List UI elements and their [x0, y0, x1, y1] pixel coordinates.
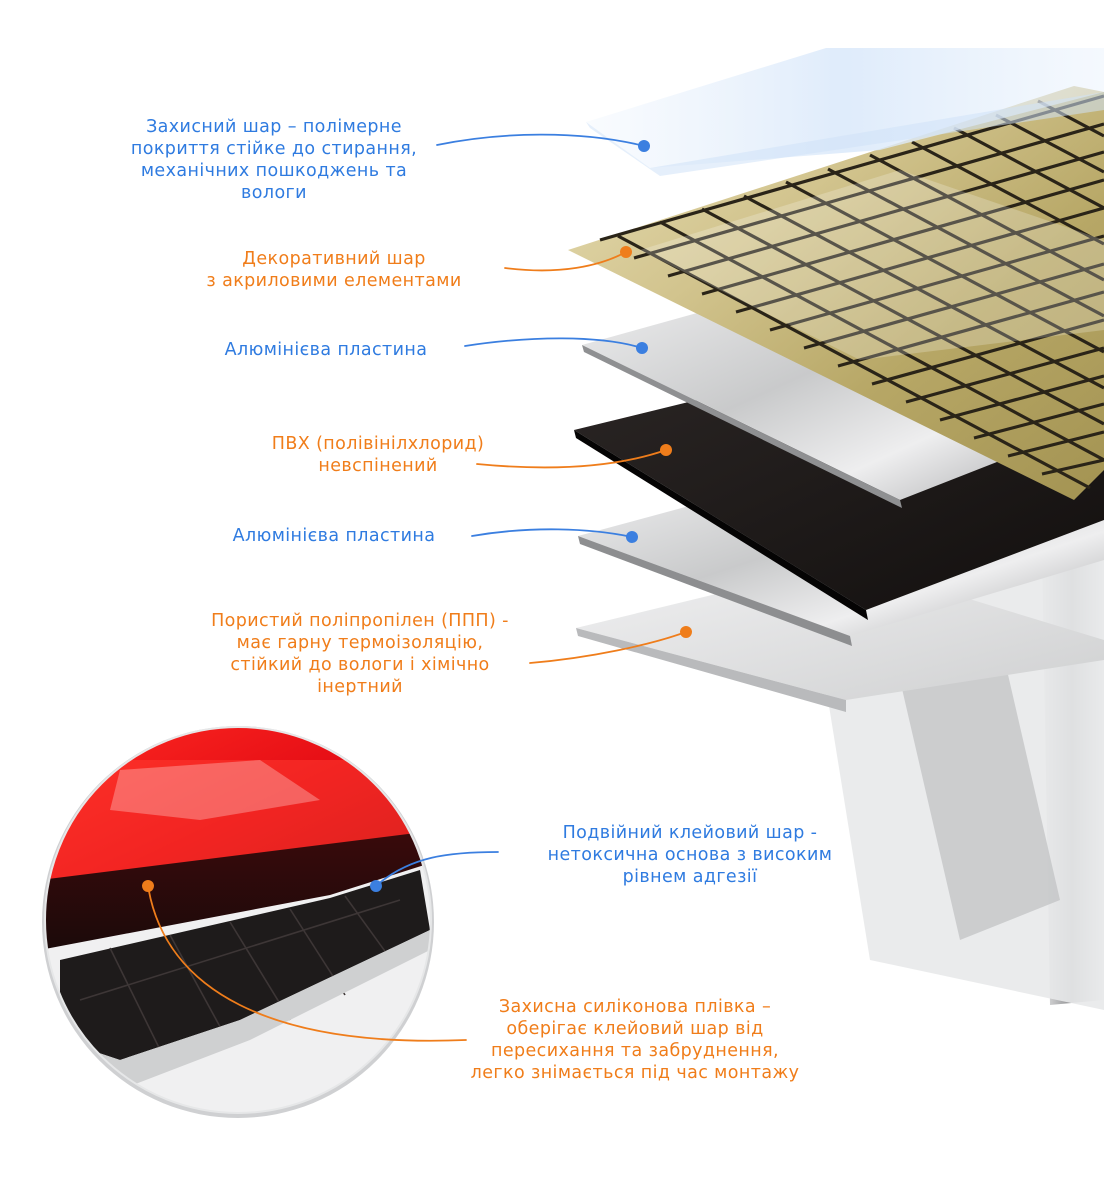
label-decorative-layer: Декоративний шар з акриловими елементами — [206, 249, 462, 291]
connector-silicone — [147, 885, 467, 1042]
connector-pvc — [476, 449, 667, 469]
connector-aluminium-lower — [471, 528, 633, 538]
connector-adhesive — [375, 851, 499, 887]
dot-silicone — [142, 880, 154, 892]
magnified-detail — [45, 727, 431, 1113]
foam-sheet-edge — [576, 628, 846, 712]
label-aluminium-plate-lower: Алюмінієва пластина — [232, 526, 436, 546]
connector-decorative — [504, 251, 627, 272]
mosaic-tile-layer — [568, 86, 1104, 500]
magnifier-ring — [44, 726, 432, 1114]
dot-polypropylene — [680, 626, 692, 638]
connector-polypropylene — [529, 631, 687, 664]
dot-decorative — [620, 246, 632, 258]
connector-protective — [436, 133, 645, 147]
label-polypropylene-layer: Пористий поліпропілен (ППП) - має гарну … — [211, 611, 509, 697]
aluminium-plate-lower-edge — [578, 536, 852, 646]
label-adhesive-layer: Подвійний клейовий шар - нетоксична осно… — [547, 823, 833, 887]
pvc-plate-edge — [574, 430, 868, 620]
protective-film — [586, 48, 1104, 168]
connector-aluminium-upper — [464, 337, 643, 349]
label-protective-layer: Захисний шар – полімерне покриття стійке… — [130, 117, 418, 203]
dot-aluminium-lower — [626, 531, 638, 543]
label-silicone-film: Захисна силіконова плівка – оберігає кле… — [470, 997, 800, 1083]
label-aluminium-plate-upper: Алюмінієва пластина — [224, 340, 428, 360]
dot-aluminium-upper — [636, 342, 648, 354]
dot-pvc — [660, 444, 672, 456]
aluminium-plate-upper-edge — [582, 345, 902, 508]
dot-adhesive — [370, 880, 382, 892]
label-pvc-layer: ПВХ (полівінілхлорид) невспінений — [271, 434, 485, 476]
stack-front-reflection — [900, 640, 1060, 940]
dot-protective — [638, 140, 650, 152]
